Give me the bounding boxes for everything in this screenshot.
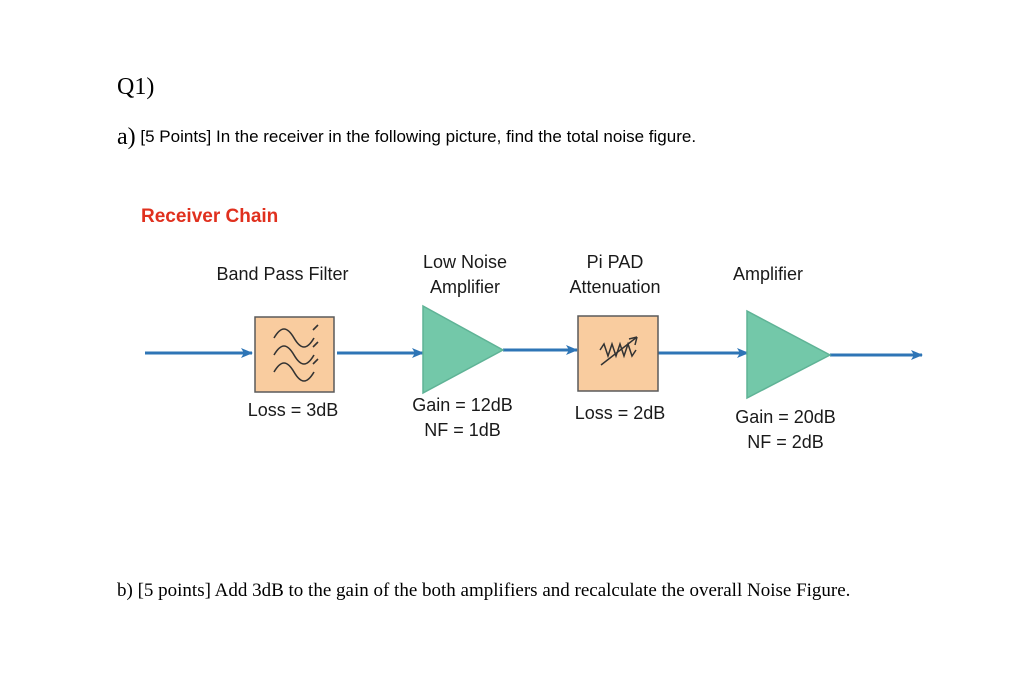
stage-4-param-nf: NF = 2dB — [747, 432, 824, 452]
stage-2-label: Low Noise Amplifier — [395, 250, 535, 300]
stage-2-param-gain: Gain = 12dB — [412, 395, 513, 415]
part-a-letter: a) — [117, 124, 136, 150]
stage-3-param-loss: Loss = 2dB — [574, 403, 666, 423]
part-a-prompt: [5 Points] In the receiver in the follow… — [140, 127, 697, 146]
stage-2-label-line-1: Low Noise — [422, 252, 508, 272]
stage-1-param-loss: Loss = 3dB — [247, 400, 339, 420]
question-heading: Q1) — [117, 74, 155, 100]
stage-1-label: Band Pass Filter — [216, 264, 349, 284]
diagram-title: Receiver Chain — [141, 206, 279, 227]
amplifier-icon — [746, 309, 832, 400]
stage-2-params: Gain = 12dB NF = 1dB — [390, 393, 535, 443]
bandpass-filter-icon — [254, 316, 335, 393]
stage-4-label: Amplifier — [732, 264, 803, 284]
stage-3-label-line-1: Pi PAD — [586, 252, 644, 272]
lna-amplifier-icon — [422, 304, 505, 395]
stage-3-label: Pi PAD Attenuation — [545, 250, 685, 300]
part-b-text: b) [5 points] Add 3dB to the gain of the… — [117, 580, 851, 601]
stage-2-param-nf: NF = 1dB — [424, 420, 501, 440]
stage-4-param-gain: Gain = 20dB — [735, 407, 836, 427]
part-a-text: a) [5 Points] In the receiver in the fol… — [117, 124, 696, 151]
stage-4-params: Gain = 20dB NF = 2dB — [713, 405, 858, 455]
variable-attenuator-icon — [577, 315, 659, 392]
stage-2-label-line-2: Amplifier — [429, 277, 500, 297]
stage-3-label-line-2: Attenuation — [569, 277, 661, 297]
